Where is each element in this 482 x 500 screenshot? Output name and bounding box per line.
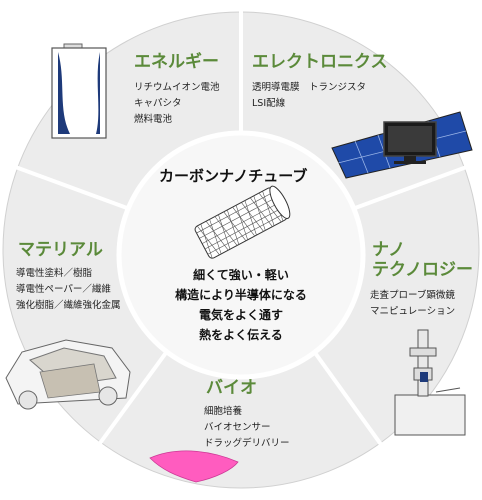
- electronics-item: LSI配線: [252, 98, 286, 109]
- bio-items: 細胞培養 バイオセンサー ドラッグデリバリー: [204, 404, 290, 452]
- center-property: 細くて強い・軽い: [193, 268, 289, 282]
- nanotech-title: ナノ テクノロジー: [372, 240, 473, 280]
- energy-title: エネルギー: [134, 52, 219, 72]
- battery-icon: [51, 43, 107, 139]
- electronics-items: 透明導電膜 トランジスタ LSI配線: [252, 80, 366, 112]
- energy-items: リチウムイオン電池 キャパシタ 燃料電池: [134, 80, 220, 128]
- bio-item: バイオセンサー: [204, 422, 271, 433]
- probe-microscope-icon: [394, 329, 466, 436]
- center-property: 電気をよく通す: [198, 308, 283, 322]
- nanotech-title-line: テクノロジー: [372, 260, 473, 280]
- nanotech-item: 走査プローブ顕微鏡: [370, 290, 455, 301]
- nanotech-title-line: ナノ: [372, 240, 406, 260]
- material-item: 導電性塗料／樹脂: [16, 268, 93, 279]
- center-property: 構造により半導体になる: [175, 288, 307, 302]
- electronics-title: エレクトロニクス: [252, 52, 388, 72]
- solar-panel-monitor-icon: [331, 111, 473, 179]
- car-icon: [5, 339, 131, 410]
- material-item: 強化樹脂／繊維強化金属: [16, 300, 121, 311]
- nanotech-items: 走査プローブ顕微鏡 マニピュレーション: [370, 288, 455, 320]
- bio-item: 細胞培養: [204, 406, 243, 417]
- nanotube-illustration: [194, 185, 291, 259]
- nanotech-item: マニピュレーション: [370, 306, 456, 317]
- material-title: マテリアル: [18, 240, 103, 260]
- electronics-item: 透明導電膜 トランジスタ: [252, 82, 367, 93]
- energy-item: キャパシタ: [134, 98, 182, 109]
- center-circle: [116, 130, 366, 380]
- center-property: 熱をよく伝える: [199, 328, 283, 342]
- energy-item: 燃料電池: [134, 114, 173, 125]
- material-items: 導電性塗料／樹脂 導電性ペーパー／繊維 強化樹脂／繊維強化金属: [16, 266, 121, 314]
- bio-title: バイオ: [206, 378, 257, 398]
- bio-item: ドラッグデリバリー: [204, 438, 290, 449]
- material-item: 導電性ペーパー／繊維: [16, 284, 111, 295]
- center-title: カーボンナノチューブ: [159, 167, 308, 185]
- energy-item: リチウムイオン電池: [134, 82, 220, 93]
- cloth-icon: [149, 450, 239, 483]
